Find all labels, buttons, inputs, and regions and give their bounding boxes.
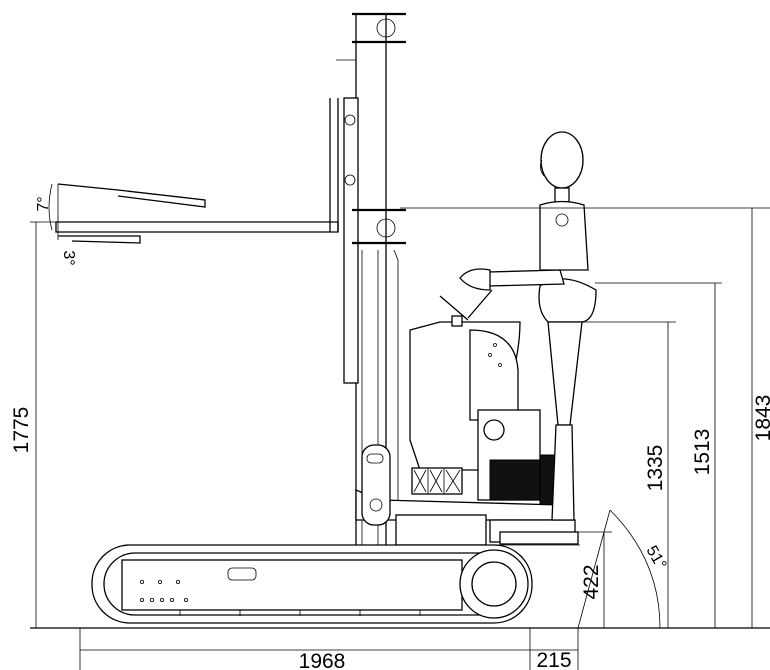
dimension-labels: 1775 1843 1513 1335 422 1968 215 xyxy=(10,395,770,670)
guard-height-label: 1335 xyxy=(644,445,667,492)
track-bolts xyxy=(139,580,188,603)
fork-height-label: 1775 xyxy=(10,407,33,454)
platform-extension-label: 215 xyxy=(536,649,571,670)
forks xyxy=(55,98,339,244)
length-label: 1968 xyxy=(299,650,346,670)
tilt-down-angle-label: 3° xyxy=(60,250,77,265)
dimension-lines xyxy=(30,183,770,670)
crawler-track xyxy=(91,531,580,624)
platform-height-label: 422 xyxy=(580,564,603,599)
tilt-up-angle-label: 7° xyxy=(35,196,52,211)
machine-body xyxy=(355,289,576,546)
total-height-label: 1843 xyxy=(752,395,770,442)
handle-height-label: 1513 xyxy=(691,429,714,476)
approach-angle-label: 51° xyxy=(642,543,669,572)
operator-mannequin xyxy=(459,131,597,521)
